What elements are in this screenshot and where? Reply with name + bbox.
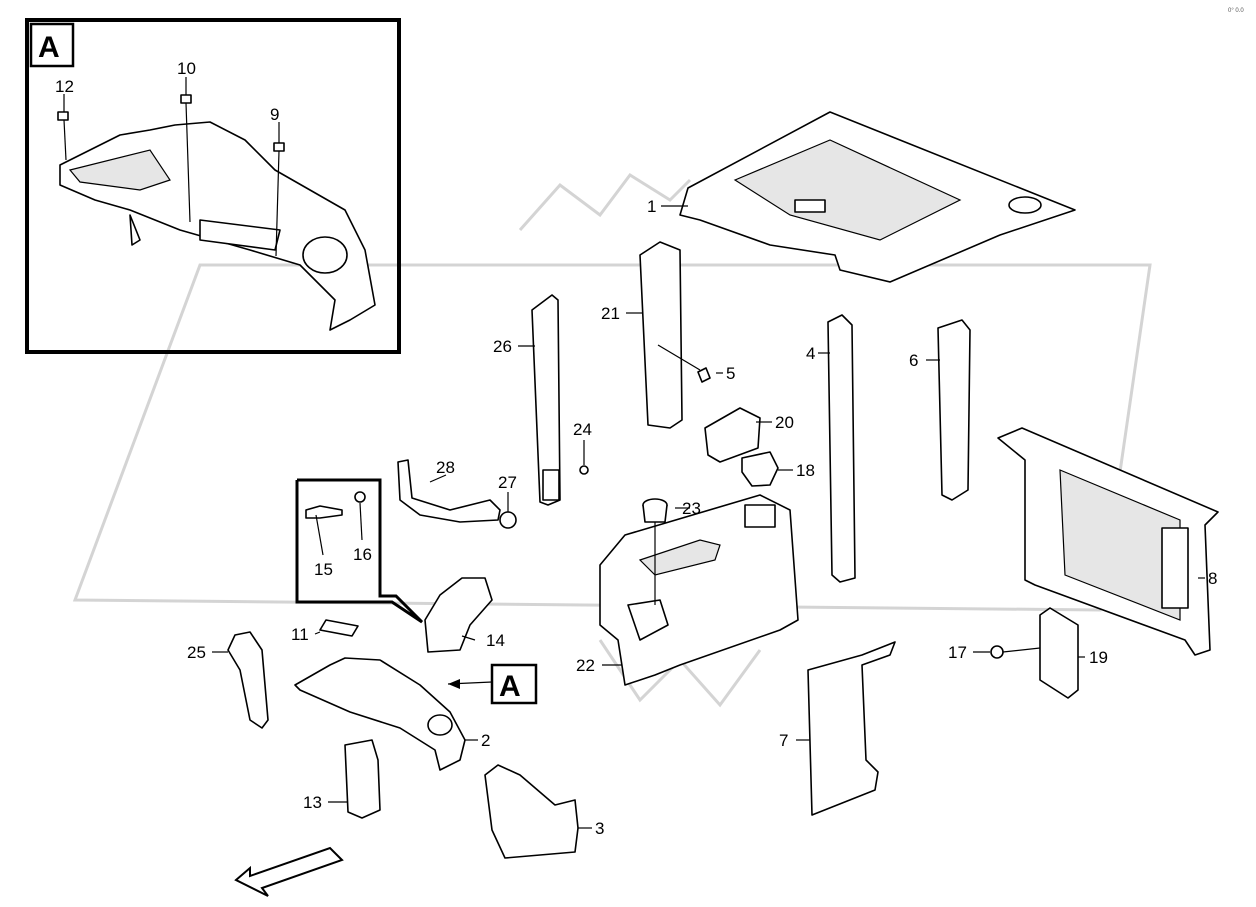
callout-19: 19 (1089, 648, 1108, 667)
part-2-dash-trim (294, 657, 466, 771)
part-3-trim (484, 764, 579, 859)
part-6-pillar-trim (937, 319, 971, 501)
callout-8: 8 (1208, 569, 1217, 588)
callout-24: 24 (573, 420, 592, 439)
callout-17: 17 (948, 643, 967, 662)
callout-5: 5 (726, 364, 735, 383)
part-22-side-panel (599, 494, 799, 686)
callout-15: 15 (314, 560, 333, 579)
view-reference-label: A (499, 670, 521, 703)
part-1-headliner (679, 111, 1076, 283)
view-reference-a: A (447, 663, 538, 705)
callout-13: 13 (303, 793, 322, 812)
callout-10: 10 (177, 59, 196, 78)
callout-4: 4 (806, 344, 815, 363)
callout-18: 18 (796, 461, 815, 480)
callout-3: 3 (595, 819, 604, 838)
callout-21: 21 (601, 304, 620, 323)
callout-25: 25 (187, 643, 206, 662)
part-4-pillar-trim (827, 314, 856, 583)
callout-23: 23 (682, 499, 701, 518)
part-27-clamp (499, 511, 517, 529)
part-18-cupholder (741, 451, 779, 487)
callout-14: 14 (486, 631, 505, 650)
callout-20: 20 (775, 413, 794, 432)
part-20-bracket (704, 407, 761, 463)
part-17-fastener (990, 645, 1041, 659)
part-14-air-duct (424, 577, 493, 653)
callout-16: 16 (353, 545, 372, 564)
part-24-nut (579, 465, 589, 475)
part-23-cap (642, 498, 668, 605)
callout-26: 26 (493, 337, 512, 356)
direction-arrow-icon (234, 846, 344, 897)
part-5-screw (697, 367, 711, 383)
callout-6: 6 (909, 351, 918, 370)
callout-12: 12 (55, 77, 74, 96)
callout-9: 9 (270, 105, 279, 124)
part-8-rear-panel (997, 427, 1219, 656)
callout-22: 22 (576, 656, 595, 675)
part-26-pillar-trim (531, 294, 561, 506)
inset-view-a: A (25, 18, 401, 354)
part-21-pillar-trim (639, 241, 701, 429)
part-19-cover (1039, 607, 1079, 699)
callout-labels: 1 2 3 4 5 6 7 8 9 10 11 12 13 14 15 16 1… (55, 59, 1217, 838)
part-25-trim (227, 631, 269, 729)
part-11-grille (319, 619, 359, 637)
fastener-detail-box (295, 478, 424, 624)
callout-28: 28 (436, 458, 455, 477)
leader-lines (212, 205, 1205, 829)
part-13-duct (344, 739, 381, 819)
callout-1: 1 (647, 197, 656, 216)
callout-27: 27 (498, 473, 517, 492)
inset-label: A (38, 31, 60, 64)
part-28-hose (397, 459, 501, 523)
corner-mark: 0° 0.0 (1228, 8, 1244, 14)
callout-7: 7 (779, 731, 788, 750)
callout-11: 11 (291, 625, 309, 644)
part-7-panel (807, 641, 896, 816)
callout-2: 2 (481, 731, 490, 750)
